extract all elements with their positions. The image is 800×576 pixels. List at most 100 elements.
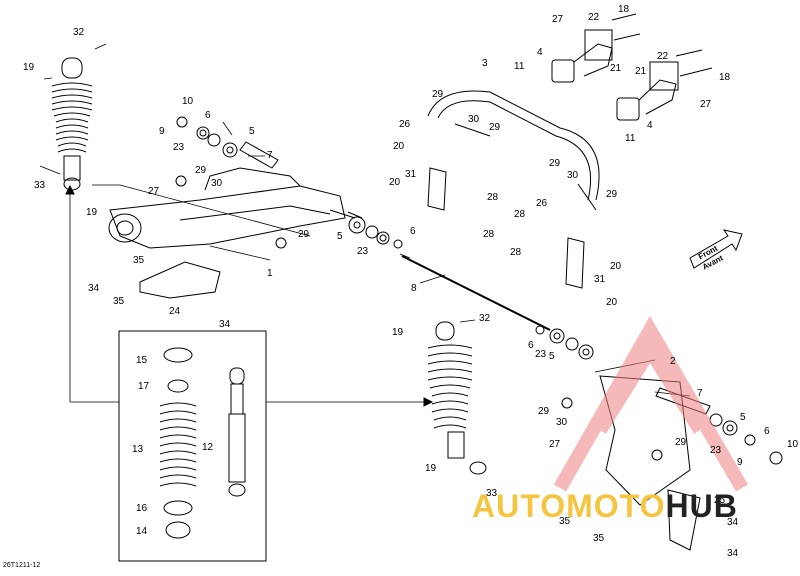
callout-6: 6 — [205, 110, 211, 121]
callout-25: 25 — [714, 495, 726, 506]
bolts — [611, 13, 713, 77]
callout-33: 33 — [34, 180, 46, 191]
diagram-code: 26T1211-12 — [3, 562, 41, 569]
left-shock-absorber — [51, 57, 93, 191]
watermark-part2: MOTO — [566, 488, 666, 524]
callout-12: 12 — [202, 442, 214, 453]
callout-3: 3 — [482, 58, 488, 69]
spring-kit-inset — [118, 330, 267, 562]
callout-20: 20 — [389, 177, 401, 188]
callout-35: 35 — [133, 255, 145, 266]
callout-27: 27 — [700, 99, 712, 110]
link-bracket-right — [565, 237, 585, 289]
callout-34: 34 — [219, 319, 231, 330]
callout-27: 27 — [549, 439, 561, 450]
left-hardware — [175, 116, 403, 249]
watermark-part1: AUTO — [472, 488, 567, 524]
callout-18: 18 — [618, 4, 630, 15]
callout-33: 33 — [486, 488, 498, 499]
callout-14: 14 — [136, 526, 148, 537]
callout-19: 19 — [86, 207, 98, 218]
callout-19: 19 — [23, 62, 35, 73]
callout-20: 20 — [393, 141, 405, 152]
sway-bar-clamps — [551, 29, 679, 121]
watermark-text: AUTOMOTOHUB — [472, 488, 738, 525]
callout-27: 27 — [552, 14, 564, 25]
callout-4: 4 — [647, 120, 653, 131]
callout-19: 19 — [425, 463, 437, 474]
arrow-right — [423, 397, 434, 407]
callout-15: 15 — [136, 355, 148, 366]
callout-20: 20 — [610, 261, 622, 272]
callout-7: 7 — [267, 150, 273, 161]
callout-21: 21 — [635, 66, 647, 77]
callout-28: 28 — [514, 209, 526, 220]
callout-6: 6 — [764, 426, 770, 437]
link-bracket-left — [427, 167, 447, 211]
callout-2: 2 — [670, 356, 676, 367]
callout-10: 10 — [182, 96, 194, 107]
callout-32: 32 — [73, 27, 85, 38]
skid-plate — [139, 261, 221, 299]
callout-35: 35 — [593, 533, 605, 544]
callout-29: 29 — [489, 122, 501, 133]
callout-5: 5 — [549, 351, 555, 362]
callout-5: 5 — [249, 126, 255, 137]
right-shock-absorber — [427, 321, 487, 475]
right-skid-plate — [667, 489, 701, 551]
arrow-up — [65, 184, 75, 195]
callout-28: 28 — [510, 247, 522, 258]
callout-29: 29 — [538, 406, 550, 417]
callout-9: 9 — [159, 126, 165, 137]
callout-23: 23 — [357, 246, 369, 257]
callout-35: 35 — [113, 296, 125, 307]
callout-22: 22 — [588, 12, 600, 23]
callout-23: 23 — [173, 142, 185, 153]
callout-9: 9 — [737, 457, 743, 468]
callout-16: 16 — [136, 503, 148, 514]
callout-23: 23 — [535, 349, 547, 360]
callout-29: 29 — [298, 229, 310, 240]
callout-26: 26 — [399, 119, 411, 130]
left-a-arm — [108, 167, 346, 249]
callout-31: 31 — [594, 274, 606, 285]
callout-10: 10 — [787, 439, 799, 450]
callout-30: 30 — [556, 417, 568, 428]
callout-35: 35 — [559, 516, 571, 527]
callout-4: 4 — [537, 47, 543, 58]
callout-17: 17 — [138, 381, 150, 392]
watermark-logo — [553, 315, 749, 492]
callout-6: 6 — [528, 340, 534, 351]
callout-8: 8 — [411, 283, 417, 294]
callout-29: 29 — [549, 158, 561, 169]
callout-30: 30 — [211, 178, 223, 189]
callout-13: 13 — [132, 444, 144, 455]
inset-parts — [159, 347, 246, 539]
callout-6: 6 — [410, 226, 416, 237]
callout-29: 29 — [675, 437, 687, 448]
callout-19: 19 — [392, 327, 404, 338]
callout-30: 30 — [567, 170, 579, 181]
callout-34: 34 — [727, 548, 739, 559]
callout-23: 23 — [710, 445, 722, 456]
callout-26: 26 — [536, 198, 548, 209]
rod — [401, 255, 551, 331]
callout-1: 1 — [267, 268, 273, 279]
sway-bar — [427, 90, 600, 211]
front-direction-arrow — [689, 229, 743, 269]
callout-7: 7 — [697, 388, 703, 399]
callout-29: 29 — [432, 89, 444, 100]
callout-5: 5 — [740, 412, 746, 423]
callout-29: 29 — [195, 165, 207, 176]
callout-31: 31 — [405, 169, 417, 180]
callout-5: 5 — [337, 231, 343, 242]
callout-22: 22 — [657, 51, 669, 62]
callout-28: 28 — [487, 192, 499, 203]
callout-32: 32 — [479, 313, 491, 324]
callout-30: 30 — [468, 114, 480, 125]
callout-29: 29 — [606, 189, 618, 200]
callout-34: 34 — [88, 283, 100, 294]
callout-11: 11 — [514, 61, 525, 72]
